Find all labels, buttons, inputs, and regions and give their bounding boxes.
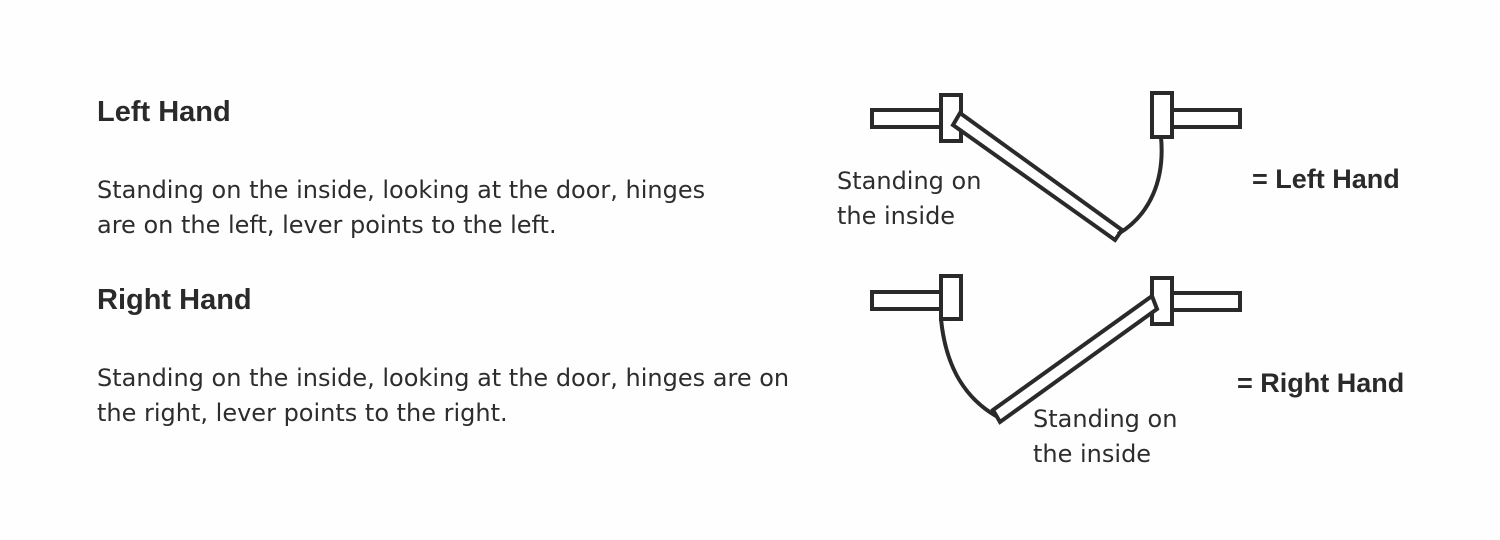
right-hand-diagram-label-line-1: Standing on bbox=[1033, 405, 1178, 433]
left-hand-description-line-1: Standing on the inside, looking at the d… bbox=[97, 176, 706, 204]
right-hand-right-wall bbox=[1169, 291, 1242, 312]
right-hand-heading: Right Hand bbox=[97, 284, 252, 316]
right-hand-left-wall bbox=[870, 290, 944, 311]
right-hand-left-jamb bbox=[939, 274, 963, 321]
left-hand-right-jamb bbox=[1150, 91, 1174, 139]
left-hand-diagram-label-line-2: the inside bbox=[837, 202, 956, 230]
right-hand-diagram-label-line-2: the inside bbox=[1033, 440, 1152, 468]
left-hand-door-leaf bbox=[950, 110, 1125, 243]
right-hand-diagram-label: Standing on the inside bbox=[1033, 402, 1177, 472]
right-hand-door-diagram bbox=[870, 274, 1242, 425]
left-hand-description-line-2: are on the left, lever points to the lef… bbox=[97, 211, 557, 239]
left-hand-diagram-label-line-1: Standing on bbox=[837, 167, 982, 195]
right-hand-result-label: = Right Hand bbox=[1237, 368, 1405, 398]
left-hand-diagram-label: Standing on the inside bbox=[837, 164, 981, 234]
right-hand-door-leaf bbox=[990, 292, 1160, 425]
left-hand-right-wall bbox=[1169, 108, 1242, 129]
left-hand-description: Standing on the inside, looking at the d… bbox=[97, 173, 705, 243]
right-hand-description-line-2: the right, lever points to the right. bbox=[97, 399, 508, 427]
left-hand-result-label: = Left Hand bbox=[1252, 164, 1400, 194]
right-hand-description-line-1: Standing on the inside, looking at the d… bbox=[97, 364, 790, 392]
left-hand-heading: Left Hand bbox=[97, 96, 231, 128]
right-hand-description: Standing on the inside, looking at the d… bbox=[97, 361, 789, 431]
right-hand-swing-arc bbox=[939, 318, 998, 418]
left-hand-door-diagram bbox=[870, 91, 1242, 243]
left-hand-left-wall bbox=[870, 108, 944, 129]
left-hand-swing-arc bbox=[1116, 136, 1164, 236]
